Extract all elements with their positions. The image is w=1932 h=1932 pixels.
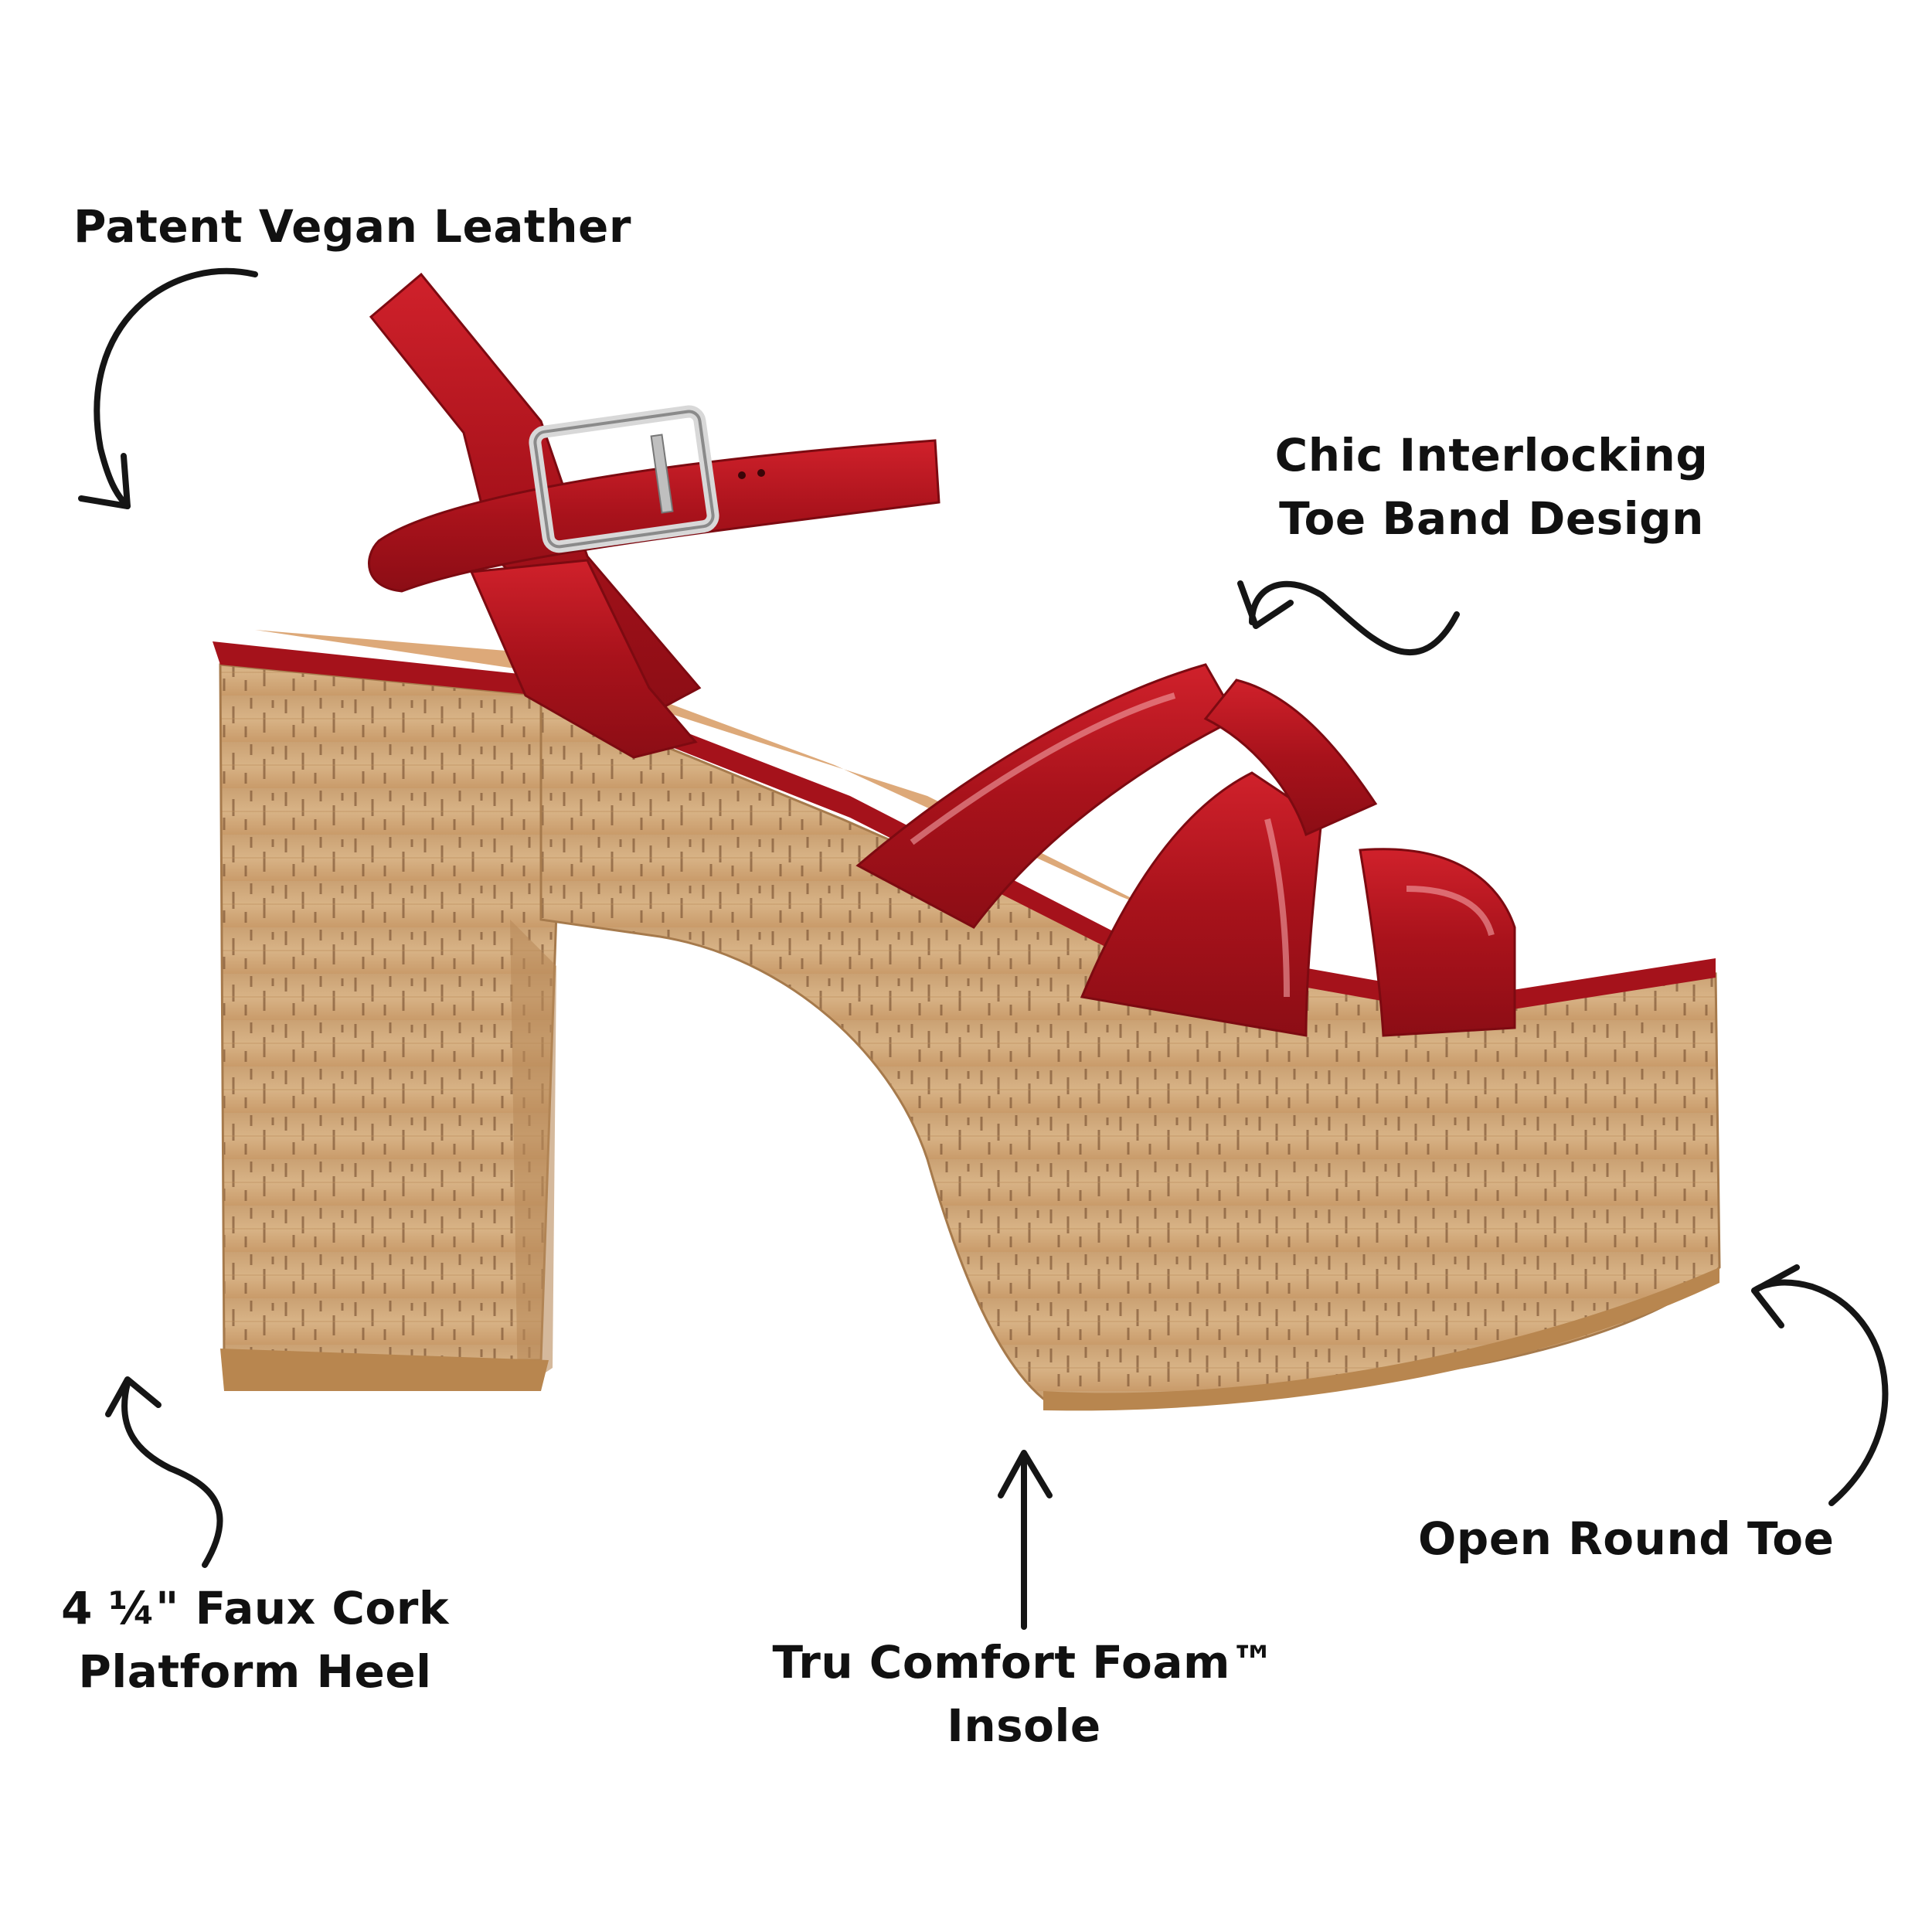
heel-arrowhead [105,1376,162,1417]
callout-arrows [78,267,1889,1630]
platform-sole [539,693,1721,1400]
leather-arrowhead [78,453,131,509]
toe-band-4 [1359,848,1516,1037]
toe-band-3 [1203,679,1378,837]
leather-arrow [94,267,258,509]
insole-label-line1: Tru Comfort Foam™ [772,1636,1276,1689]
sandal-illustration [213,272,1721,1411]
toe-callout: Open Round Toe [1418,1507,1835,1570]
toe-band-callout: Chic Interlocking Toe Band Design [1271,423,1712,550]
heel-counter-strap [469,559,698,759]
strap-hole [738,471,746,479]
toe-band-label-line2: Toe Band Design [1279,492,1704,545]
toe-band-label-line1: Chic Interlocking [1274,429,1709,481]
buckle [529,405,719,553]
toe-band-2 [1080,771,1323,1037]
toe-band-1 [855,663,1239,929]
heel-arrow [121,1380,223,1568]
heel-label-line2: Platform Heel [78,1645,432,1698]
toe-arrow [1751,1279,1889,1506]
heel-callout: 4 ¼" Faux Cork Platform Heel [46,1577,464,1703]
heel-inner-face [510,920,556,1391]
block-heel [219,663,558,1362]
heel-bottom [220,1349,549,1391]
strap-hole [757,469,765,477]
toe-label: Open Round Toe [1418,1512,1835,1565]
toe-band-arrow [1249,580,1460,656]
leather-callout: Patent Vegan Leather [73,195,631,258]
toe-arrowhead [1751,1264,1800,1328]
heel-label-line1: 4 ¼" Faux Cork [61,1582,449,1634]
band-highlight [1264,818,1290,998]
insole-arrowhead [998,1450,1053,1498]
platform-base [1043,1267,1719,1411]
leather-label: Patent Vegan Leather [73,200,631,253]
insole-callout: Tru Comfort Foam™ Insole [761,1631,1287,1757]
insole-label-line2: Insole [947,1699,1101,1752]
band-highlight [1406,886,1495,937]
band-highlight [910,692,1176,845]
toe-band-arrowhead [1237,580,1294,629]
ankle-strap-front [368,439,940,593]
